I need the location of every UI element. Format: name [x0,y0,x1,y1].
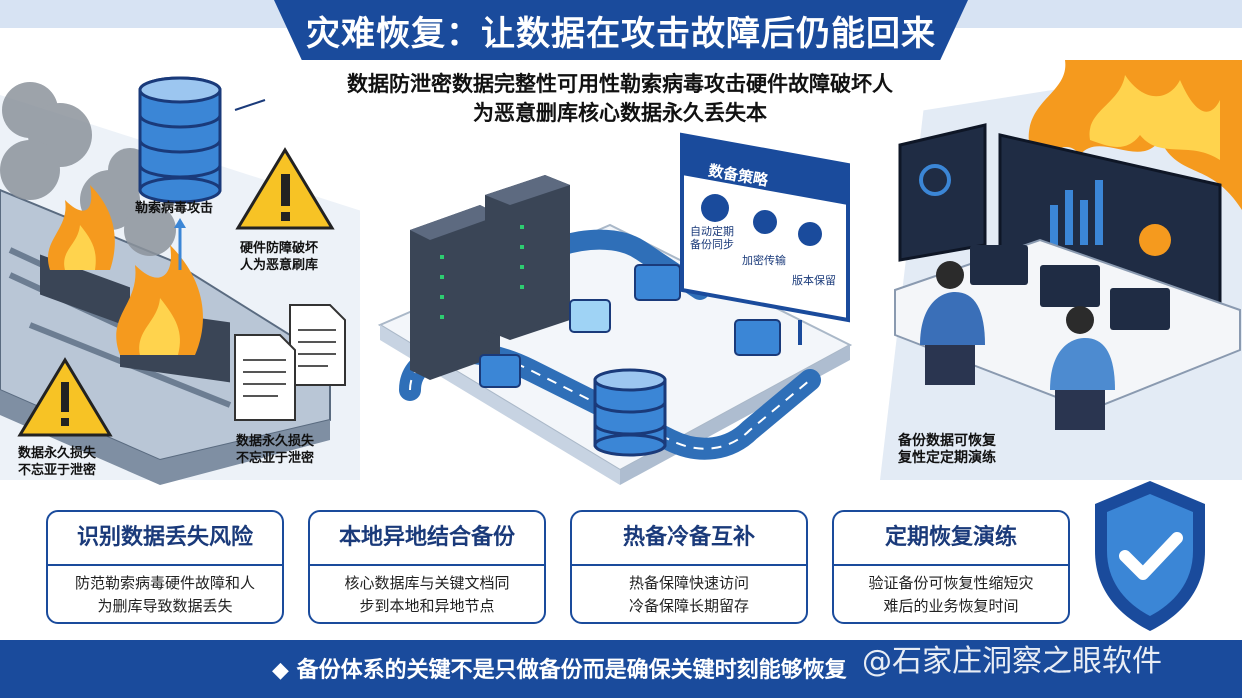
title-banner: 灾难恢复：让数据在攻击故障后仍能回来 [274,0,968,60]
fire-icon [116,245,203,355]
card-title: 定期恢复演练 [834,512,1068,566]
warning-label: 硬件防障破坏 人为恶意刷库 [240,240,318,274]
subtitle-line: 数据防泄密数据完整性可用性勒索病毒攻击硬件故障破坏人 [347,72,893,96]
card-backup: 本地异地结合备份 核心数据库与关键文档同 步到本地和异地节点 [308,510,546,624]
fire-icon [1028,60,1242,210]
card-body-line: 难后的业务恢复时间 [883,597,1019,615]
drill-label-line: 备份数据可恢复 [898,433,996,449]
card-body-line: 步到本地和异地节点 [359,597,495,615]
card-body: 热备保障快速访问 冷备保障长期留存 [584,572,794,618]
footer-text: 备份体系的关键不是只做备份而是确保关键时刻能够恢复 [296,658,847,683]
fire-icon [47,185,115,270]
subtitle: 数据防泄密数据完整性可用性勒索病毒攻击硬件故障破坏人 为恶意删库核心数据永久丢失… [330,70,910,128]
warning-icon [17,357,113,437]
card-body: 核心数据库与关键文档同 步到本地和异地节点 [322,572,532,618]
server-icon [485,175,570,340]
card-risk: 识别数据丢失风险 防范勒索病毒硬件故障和人 为删库导致数据丢失 [46,510,284,624]
board-item: 版本保留 [792,274,836,287]
warning-icon [235,147,335,230]
card-body: 防范勒索病毒硬件故障和人 为删库导致数据丢失 [60,572,270,618]
card-title: 本地异地结合备份 [310,512,544,566]
card-body-line: 验证备份可恢复性缩短灾 [868,574,1034,592]
card-title: 识别数据丢失风险 [48,512,282,566]
warning-label-line: 硬件防障破坏 [240,241,319,256]
database-icon [138,76,222,204]
card-body-line: 冷备保障长期留存 [628,597,749,615]
board-item: 加密传输 [742,254,786,267]
top-stripe-right [942,0,1242,28]
attack-label: 勒索病毒攻击 [135,201,214,216]
page-title: 灾难恢复：让数据在攻击故障后仍能回来 [306,13,936,54]
footer-message: ◆ 备份体系的关键不是只做备份而是确保关键时刻能够恢复 [272,652,847,684]
card-body-line: 防范勒索病毒硬件故障和人 [74,574,255,592]
loss-label-line: 数据永久损失 [18,446,97,461]
person-icon [1050,306,1115,430]
card-body: 验证备份可恢复性缩短灾 难后的业务恢复时间 [846,572,1056,618]
document-icon [289,304,346,386]
card-body-line: 为删库导致数据丢失 [97,597,233,615]
person-icon [920,261,985,385]
drill-label-line: 复性定定期演练 [898,450,996,466]
center-scene [377,132,853,485]
loss-label-doc: 数据永久损失 不忘亚于泄密 [236,433,314,467]
card-title: 热备冷备互补 [572,512,806,566]
card-hot-cold: 热备冷备互补 热备保障快速访问 冷备保障长期留存 [570,510,808,624]
left-scene [0,82,346,485]
footer-bar [0,640,1242,698]
loss-label-line: 数据永久损失 [236,434,315,449]
document-icon [234,334,296,421]
server-icon [410,205,500,380]
board-item: 自动定期备份同步 [690,225,734,251]
card-drill: 定期恢复演练 验证备份可恢复性缩短灾 难后的业务恢复时间 [832,510,1070,624]
loss-label-left: 数据永久损失 不忘亚于泄密 [18,445,96,479]
attack-scene [138,76,335,270]
subtitle-line: 为恶意删库核心数据永久丢失本 [473,101,767,125]
top-stripe-left [0,0,300,28]
card-body-line: 核心数据库与关键文档同 [344,574,510,592]
drill-label: 备份数据可恢复 复性定定期演练 [898,433,996,467]
bullet-icon: ◆ [272,658,289,683]
shield-check-icon [1095,481,1205,631]
watermark: @石家庄洞察之眼软件 [862,644,1162,679]
warning-label-line: 人为恶意刷库 [240,258,319,273]
right-scene [894,60,1242,430]
database-icon [593,368,667,457]
card-body-line: 热备保障快速访问 [628,574,749,592]
loss-label-line: 不忘亚于泄密 [18,463,97,478]
loss-label-line: 不忘亚于泄密 [236,451,315,466]
